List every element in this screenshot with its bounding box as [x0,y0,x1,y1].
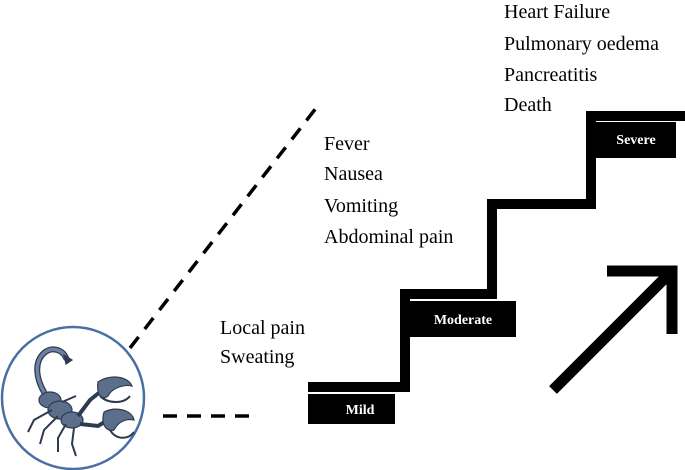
stage-moderate: Moderate [410,301,516,337]
severe-symptom: Heart Failure [504,1,610,23]
severe-symptom: Death [504,94,552,116]
stage-mild-label: Mild [346,403,375,418]
stage-mild-box [308,394,395,424]
mild-symptom: Local pain [220,317,305,339]
stage-moderate-label: Moderate [434,313,492,328]
moderate-symptom: Fever [324,133,370,155]
severe-symptoms: Heart Failure Pulmonary oedema Pancreati… [504,1,659,116]
moderate-symptom: Vomiting [324,195,398,217]
stage-moderate-box [410,301,516,337]
severe-symptom: Pancreatitis [504,64,598,86]
moderate-symptom: Abdominal pain [324,226,453,248]
stage-severe-label: Severe [616,133,655,148]
dashed-connector-upper [128,101,322,350]
stage-severe: Severe [596,122,676,158]
scorpion-icon [27,346,135,457]
stage-severe-box [596,122,676,158]
moderate-symptom: Nausea [324,163,383,185]
mild-symptom: Sweating [220,346,294,368]
arrow-up-right-icon [549,265,678,394]
scorpion-emblem [0,325,146,470]
stage-mild: Mild [308,394,395,424]
severity-staircase [308,111,685,392]
severe-symptom: Pulmonary oedema [504,33,659,55]
mild-symptoms: Local pain Sweating [220,317,305,368]
moderate-symptoms: Fever Nausea Vomiting Abdominal pain [324,133,453,248]
